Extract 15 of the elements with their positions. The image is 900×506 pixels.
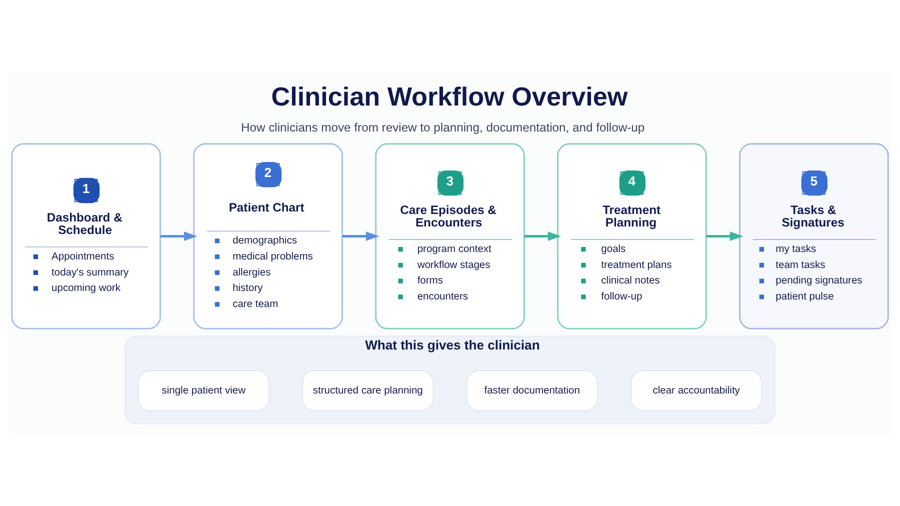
arrow: [706, 231, 744, 240]
node-box: 4 Treatment Planning goals treatment plans clinical notes follow-up: [557, 142, 707, 329]
arrow: [160, 231, 198, 240]
node-box: structured care planning: [302, 370, 434, 411]
diagram-title: Clinician Workflow Overview: [271, 81, 628, 111]
node-box: faster documentation: [466, 370, 598, 411]
caption: How clinicians move from review to planning, documentation, and follow-up: [240, 120, 645, 134]
arrow: [342, 231, 380, 240]
arrow: [524, 231, 562, 240]
node-box: 3 Care Episodes & Encounters program context workflow stages forms encounters: [375, 142, 525, 329]
node-box: single patient view: [138, 370, 270, 411]
node-box: 2 Patient Chart demographics medical problems allergies history care team: [193, 142, 343, 329]
node-box: clear accountability: [630, 370, 762, 411]
node-box: 1 Dashboard & Schedule Appointments today's summary upcoming work: [11, 142, 161, 329]
node-box: 5 Tasks & Signatures my tasks team tasks pending signatures patient pulse: [739, 142, 889, 329]
